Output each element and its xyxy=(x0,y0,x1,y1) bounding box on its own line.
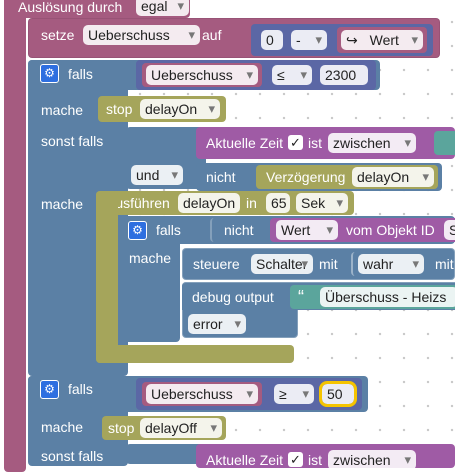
time-ist-label: ist xyxy=(308,135,322,151)
timeout-block-frame xyxy=(96,191,118,363)
timeout-time-input[interactable]: 65 xyxy=(266,193,290,213)
inner-not-block[interactable]: nicht Wert vom Objekt ID S xyxy=(210,218,455,242)
control-label: steuere xyxy=(193,256,240,272)
not-block-1[interactable]: nicht Verzögerung delayOn xyxy=(196,163,442,191)
bool-block[interactable]: wahr xyxy=(351,252,429,276)
checkbox[interactable]: ✓ xyxy=(288,135,303,150)
gear-icon[interactable]: ⚙ xyxy=(40,380,59,399)
quote-icon: “ xyxy=(298,287,304,307)
number-input-2[interactable]: 50 xyxy=(319,381,357,407)
timeout-in-label: in xyxy=(246,195,257,211)
debug-block-header[interactable]: debug output “ Überschuss - Heizs xyxy=(182,282,455,310)
trigger-header[interactable]: Auslösung durch egal xyxy=(4,0,190,18)
if-block-2-header[interactable]: ⚙ falls Ueberschuss ≥ 50 xyxy=(28,376,368,412)
then-label: mache xyxy=(41,102,84,118)
value-type-dropdown[interactable]: Wert xyxy=(276,220,338,240)
object-id-input[interactable]: S xyxy=(444,220,455,240)
math-minus-block[interactable]: 0 - ↪ Wert xyxy=(251,24,433,56)
debug-label: debug output xyxy=(192,289,274,305)
timeout-label: Ausführen xyxy=(106,195,170,211)
if-block-1-header[interactable]: ⚙ falls Ueberschuss ≤ 2300 xyxy=(28,60,380,90)
control-target-dropdown[interactable]: Schalter xyxy=(251,254,313,274)
and-dropdown[interactable]: und xyxy=(131,165,183,185)
variable-dropdown-2[interactable]: Ueberschuss xyxy=(146,384,258,404)
stop-block-2[interactable]: stop delayOff xyxy=(102,416,226,440)
timeout-name-input[interactable]: delayOn xyxy=(178,193,240,213)
operator-dropdown[interactable]: - xyxy=(291,30,327,50)
delay-dropdown[interactable]: delayOn xyxy=(352,167,434,187)
then-label-2: mache xyxy=(41,196,84,212)
and-block[interactable]: und xyxy=(126,127,206,189)
timeout-block-footer xyxy=(96,345,294,363)
set-auf-label: auf xyxy=(202,27,222,43)
inner-not-label: nicht xyxy=(224,222,254,238)
stop-dropdown[interactable]: delayOn xyxy=(140,99,220,119)
gear-icon[interactable]: ⚙ xyxy=(40,64,59,83)
time-label-2: Aktuelle Zeit xyxy=(206,452,284,468)
time-range-dropdown-2[interactable]: zwischen xyxy=(328,450,416,470)
return-arrow-icon: ↪ xyxy=(346,32,358,48)
variable-dropdown[interactable]: Ueberschuss xyxy=(146,65,258,85)
inner-if-label: falls xyxy=(156,222,181,238)
delay-block[interactable]: Verzögerung delayOn xyxy=(256,165,438,189)
get-state-block[interactable]: Wert vom Objekt ID S xyxy=(270,218,455,242)
object-id-label: vom Objekt ID xyxy=(346,222,435,238)
trigger-label: Auslösung durch xyxy=(18,0,123,15)
timeout-unit-dropdown[interactable]: Sek xyxy=(296,193,348,213)
time-compare-block[interactable]: Aktuelle Zeit ✓ ist zwischen xyxy=(196,127,455,159)
operand-input[interactable]: 0 xyxy=(261,30,283,50)
if-block-inner-header[interactable]: ⚙ falls nicht Wert vom Objekt ID S xyxy=(118,216,455,244)
set-variable-block[interactable]: setze Ueberschuss auf 0 - ↪ Wert xyxy=(28,18,440,58)
value-dropdown[interactable]: ↪ Wert xyxy=(341,30,423,50)
trigger-block[interactable] xyxy=(4,0,26,472)
if-label: falls xyxy=(68,66,93,82)
stop-label: stop xyxy=(106,101,133,117)
time-label: Aktuelle Zeit xyxy=(206,135,284,151)
variable-block-2[interactable]: Ueberschuss xyxy=(142,382,262,406)
control-with-label-2: mit xyxy=(435,256,454,272)
delay-label: Verzögerung xyxy=(266,169,346,185)
timeout-block[interactable]: Ausführen delayOn in 65 Sek xyxy=(96,191,354,215)
and-block-2[interactable] xyxy=(126,444,206,464)
time-ist-label-2: ist xyxy=(308,452,322,468)
compare-block-2[interactable]: Ueberschuss ≥ 50 xyxy=(136,378,362,410)
value-label: Wert xyxy=(369,32,399,48)
else-if-label: sonst falls xyxy=(41,133,104,149)
number-input[interactable]: 2300 xyxy=(320,65,368,85)
value-block[interactable]: ↪ Wert xyxy=(337,27,427,53)
inner-then-label: mache xyxy=(129,250,172,266)
stop-dropdown-2[interactable]: delayOff xyxy=(140,418,222,438)
compare-dropdown-2[interactable]: ≥ xyxy=(274,384,314,404)
time-compare-block-2[interactable]: Aktuelle Zeit ✓ ist zwischen xyxy=(196,444,455,470)
set-label: setze xyxy=(41,27,75,43)
stop-label-2: stop xyxy=(108,420,135,436)
bool-dropdown[interactable]: wahr xyxy=(358,254,424,274)
stop-block-1[interactable]: stop delayOn xyxy=(98,96,226,122)
compare-dropdown[interactable]: ≤ xyxy=(272,65,312,85)
variable-block[interactable]: Ueberschuss xyxy=(142,63,262,87)
if2-label: falls xyxy=(68,381,93,397)
gear-icon[interactable]: ⚙ xyxy=(128,221,147,240)
debug-text-input[interactable]: Überschuss - Heizs xyxy=(320,287,455,307)
not-label: nicht xyxy=(206,169,236,185)
control-with-label: mit xyxy=(319,256,338,272)
text-block[interactable]: “ Überschuss - Heizs xyxy=(290,285,455,309)
debug-level-dropdown[interactable]: error xyxy=(188,314,246,334)
set-variable-dropdown[interactable]: Ueberschuss xyxy=(83,25,200,45)
time-value-socket[interactable] xyxy=(434,131,455,155)
time-range-dropdown[interactable]: zwischen xyxy=(328,133,416,153)
compare-block-1[interactable]: Ueberschuss ≤ 2300 xyxy=(136,60,376,90)
if2-else-if-label: sonst falls xyxy=(41,448,104,464)
if2-then-label: mache xyxy=(41,419,84,435)
trigger-dropdown[interactable]: egal xyxy=(136,0,189,16)
control-block[interactable]: steuere Schalter mit wahr mit xyxy=(182,248,455,280)
